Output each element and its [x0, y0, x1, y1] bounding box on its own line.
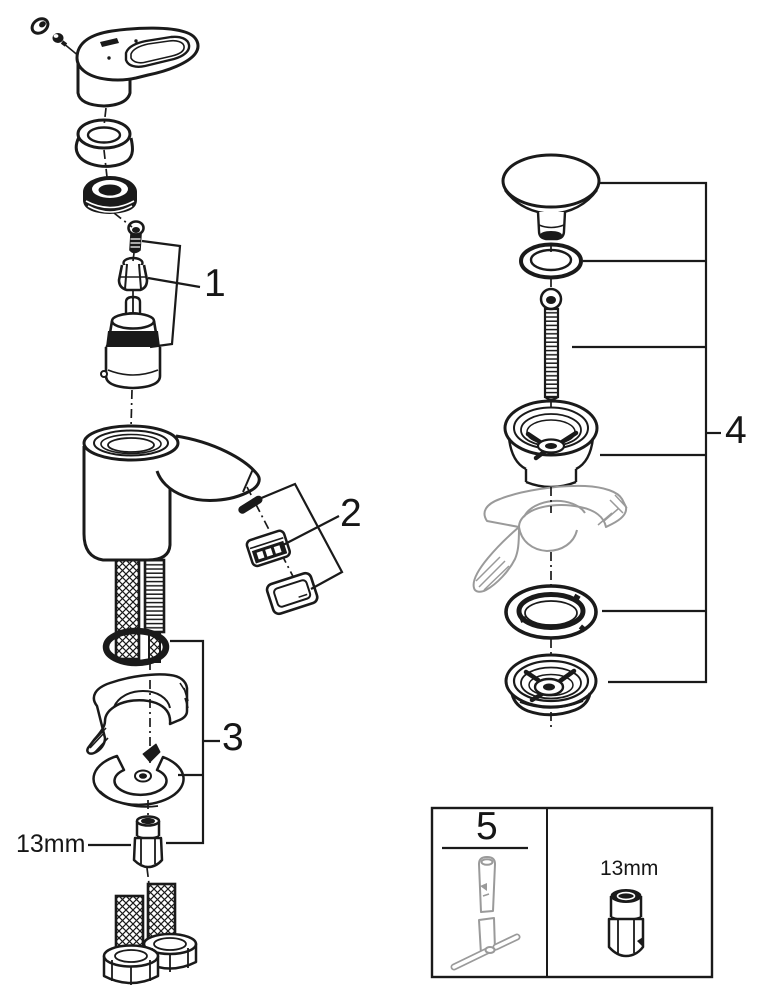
- cartridge-cap-nut: [117, 256, 149, 292]
- callout-1-label: 1: [204, 262, 226, 305]
- socket-size-label: 13mm: [600, 857, 659, 880]
- socket-wrench-tool: [450, 856, 521, 971]
- callout-3-label: 3: [222, 716, 244, 759]
- drain-screw-rod: [539, 287, 563, 401]
- aerator-housing: [265, 571, 319, 616]
- drain-flange: [503, 399, 599, 489]
- callout-2-bracket: [258, 482, 344, 590]
- drain-locknut: [504, 653, 598, 717]
- supply-hoses: [102, 882, 198, 985]
- basin-cutaway: [472, 484, 628, 593]
- mounting-wedge: [86, 673, 189, 755]
- drain-plug: [501, 153, 601, 241]
- lever-handle: [75, 26, 200, 108]
- socket-13mm: [607, 889, 645, 958]
- center-lines: [103, 107, 552, 885]
- tool-box: [430, 806, 714, 979]
- aerator-pin: [238, 495, 263, 514]
- drain-gasket-ring: [504, 584, 598, 640]
- dome-cap: [74, 118, 134, 168]
- wrench-size-label: 13mm: [16, 830, 86, 858]
- aerator-insert: [245, 529, 291, 568]
- callout-4-bracket: [572, 181, 721, 684]
- o-ring: [102, 627, 170, 667]
- callout-1-bracket: [141, 239, 201, 349]
- mounting-washer: [92, 743, 185, 808]
- callout-4-label: 4: [725, 409, 747, 452]
- callout-3-bracket: [166, 639, 220, 845]
- mounting-nut: [132, 815, 164, 869]
- retaining-ring: [83, 176, 137, 214]
- callout-5-label: 5: [476, 805, 498, 848]
- callout-2-label: 2: [340, 492, 362, 535]
- faucet-body: [82, 424, 261, 562]
- faucet-tails: [114, 558, 166, 663]
- cartridge: [100, 295, 162, 390]
- cartridge-screw: [127, 220, 145, 254]
